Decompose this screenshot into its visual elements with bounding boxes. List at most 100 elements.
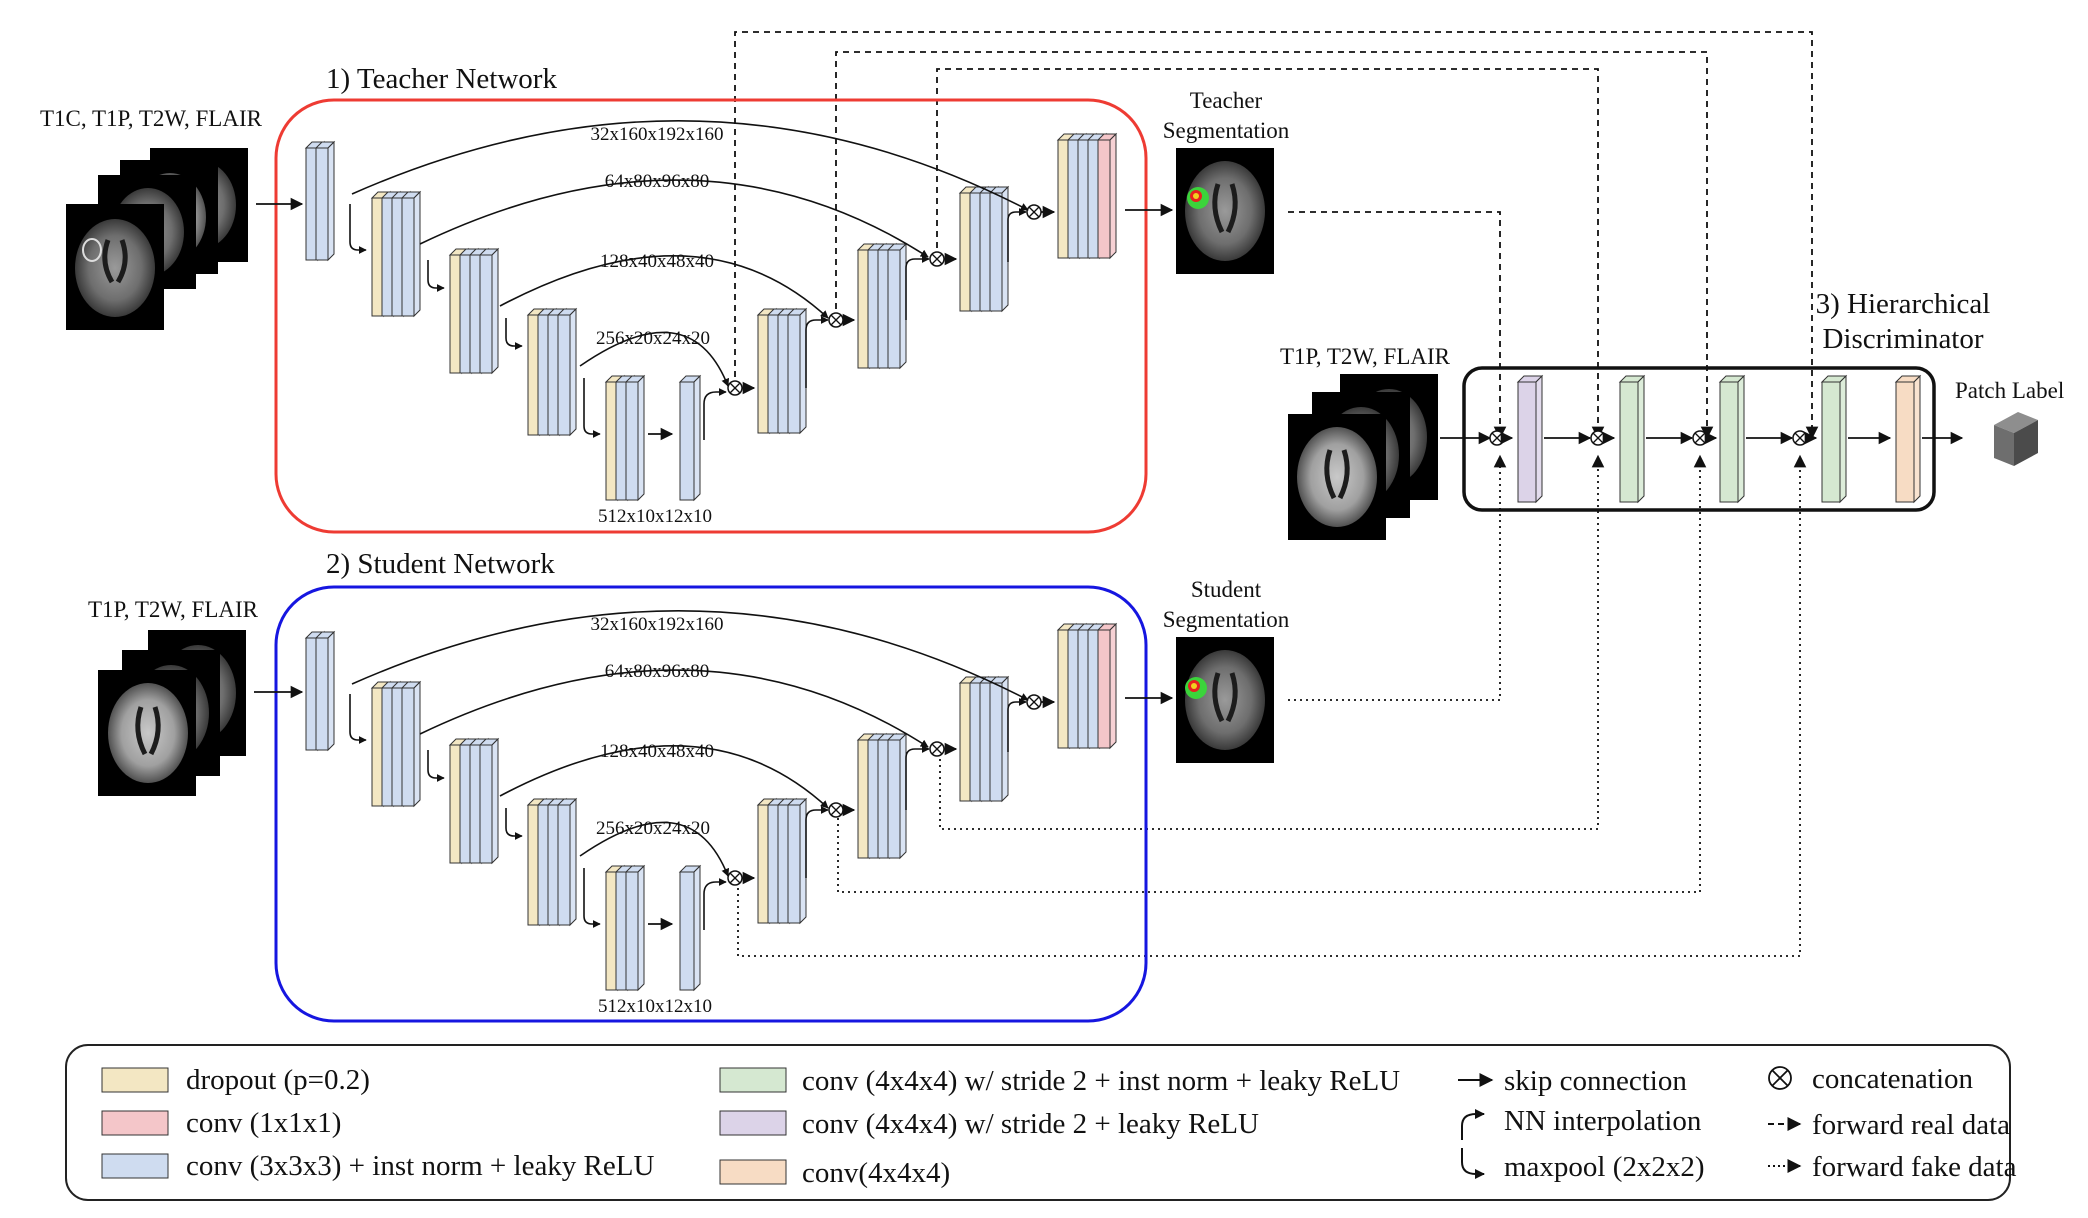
student-input-label: T1P, T2W, FLAIR — [88, 597, 259, 622]
maxpool-arrow — [427, 750, 445, 782]
legend-label-conv4-norm: conv (4x4x4) w/ stride 2 + inst norm + l… — [802, 1065, 1400, 1097]
legend-col3: skip connection NN interpolation maxpool… — [1458, 1065, 1705, 1183]
student-unet: 32x160x192x16064x80x96x80128x40x48x40256… — [304, 610, 1118, 1017]
dec-block-2-conv3-slab — [886, 732, 908, 860]
dec-block-4 — [1056, 622, 1118, 750]
bottleneck-block-conv3-slab — [624, 864, 646, 992]
enc-block-1 — [304, 140, 336, 262]
dec-block-1-conv3-slab — [786, 307, 808, 435]
concat-node — [727, 870, 743, 886]
bottleneck-conv-slab — [678, 374, 702, 502]
dim-label-1: 32x160x192x160 — [591, 124, 724, 145]
enc-block-1 — [304, 630, 336, 752]
concat-node — [828, 312, 844, 328]
bottleneck-conv-slab — [678, 864, 702, 992]
nn-interp-icon — [1461, 1109, 1485, 1140]
legend-label-conv4-leaky: conv (4x4x4) w/ stride 2 + leaky ReLU — [802, 1108, 1259, 1140]
teacher-seg-label-1: Teacher — [1190, 88, 1263, 113]
enc-block-4 — [526, 307, 578, 437]
legend-label-skip: skip connection — [1504, 1065, 1687, 1097]
nn-interp-arrow — [905, 745, 930, 810]
concat-node — [1026, 694, 1042, 710]
dim-label-2: 64x80x96x80 — [605, 171, 710, 192]
concat-node — [1792, 430, 1808, 446]
skip-arc-2 — [419, 179, 929, 258]
concat-node — [1489, 430, 1505, 446]
teacher-unet: 32x160x192x16064x80x96x80128x40x48x40256… — [304, 120, 1118, 527]
real-data-paths — [734, 31, 1819, 440]
dec-block-1 — [756, 797, 808, 925]
dec-block-2-conv3-slab — [886, 242, 908, 370]
dec-block-1 — [756, 307, 808, 435]
discriminator: 3) Hierarchical Discriminator T1P, T2W, … — [1280, 288, 2064, 540]
skip-arc-4 — [579, 331, 730, 387]
enc-block-3-conv3-slab — [478, 247, 500, 375]
maxpool-arrow — [583, 868, 601, 928]
nn-interp-arrow — [703, 878, 727, 930]
student-seg-label-1: Student — [1191, 577, 1262, 602]
concat-icon — [1768, 1066, 1792, 1090]
concat-node — [1026, 204, 1042, 220]
skip-arc-1 — [351, 610, 1029, 701]
concat-node — [929, 251, 945, 267]
legend-swatch-conv3 — [101, 1153, 169, 1179]
bottleneck-block — [604, 374, 646, 502]
legend-swatch-dropout — [101, 1067, 169, 1093]
legend-label-nn: NN interpolation — [1504, 1105, 1702, 1137]
teacher-border — [274, 98, 1148, 534]
teacher-title: 1) Teacher Network — [326, 63, 557, 95]
legend-label-real: forward real data — [1812, 1109, 2010, 1141]
concat-node — [1692, 430, 1708, 446]
legend-swatch-conv1 — [101, 1110, 169, 1136]
concat-node — [727, 380, 743, 396]
discriminator-title-1: 3) Hierarchical — [1816, 288, 1991, 320]
concat-node — [929, 741, 945, 757]
dec-block-2 — [856, 732, 908, 860]
nn-interp-arrow — [1007, 208, 1027, 262]
dec-block-4-conv1-slab — [1096, 622, 1118, 750]
enc-block-2 — [370, 190, 422, 318]
dim-label-4: 256x20x24x20 — [596, 818, 710, 839]
legend-col4: concatenation forward real data forward … — [1768, 1063, 2017, 1183]
nn-interp-arrow — [1007, 698, 1027, 752]
enc-block-4 — [526, 797, 578, 927]
dec-block-3-conv3-slab — [988, 675, 1010, 803]
student-input-mri-stack — [98, 630, 246, 796]
enc-block-1-conv3-slab — [314, 140, 336, 262]
maxpool-arrow — [505, 808, 523, 840]
skip-arc-3 — [499, 745, 829, 809]
teacher-segmentation-image — [1176, 148, 1274, 274]
dim-label-3: 128x40x48x40 — [600, 741, 714, 762]
legend-swatch-conv4-leaky — [719, 1110, 787, 1136]
disc-layers — [1440, 374, 1964, 504]
concat-node — [1590, 430, 1606, 446]
legend: dropout (p=0.2) conv (1x1x1) conv (3x3x3… — [65, 1044, 2017, 1201]
nn-interp-arrow — [905, 255, 930, 320]
discriminator-border — [1462, 366, 1936, 512]
legend-label-conv4: conv(4x4x4) — [802, 1157, 950, 1189]
maxpool-arrow — [349, 204, 367, 254]
student-network: 2) Student Network T1P, T2W, FLAIR 32x16… — [88, 548, 1290, 1023]
patch-label: Patch Label — [1955, 378, 2064, 403]
disc-input-label: T1P, T2W, FLAIR — [1280, 344, 1451, 369]
enc-block-2-conv3-slab — [400, 190, 422, 318]
cube-icon — [1994, 412, 2038, 466]
maxpool-arrow — [349, 694, 367, 744]
teacher-network: 1) Teacher Network T1C, T1P, T2W, FLAIR … — [40, 63, 1290, 534]
skip-arc-2 — [419, 669, 929, 748]
enc-block-2 — [370, 680, 422, 808]
disc-layer-4 — [1820, 374, 1848, 504]
concat-node — [828, 802, 844, 818]
legend-label-maxpool: maxpool (2x2x2) — [1504, 1151, 1705, 1183]
maxpool-icon — [1461, 1148, 1485, 1179]
disc-layer-2 — [1618, 374, 1646, 504]
student-segmentation-image — [1176, 637, 1274, 763]
discriminator-title-2: Discriminator — [1822, 323, 1983, 355]
enc-block-3-conv3-slab — [478, 737, 500, 865]
enc-block-2-conv3-slab — [400, 680, 422, 808]
disc-layer-1 — [1516, 374, 1544, 504]
nn-interp-arrow — [805, 316, 829, 388]
enc-block-4-conv3-slab — [556, 307, 578, 437]
maxpool-arrow — [427, 260, 445, 292]
